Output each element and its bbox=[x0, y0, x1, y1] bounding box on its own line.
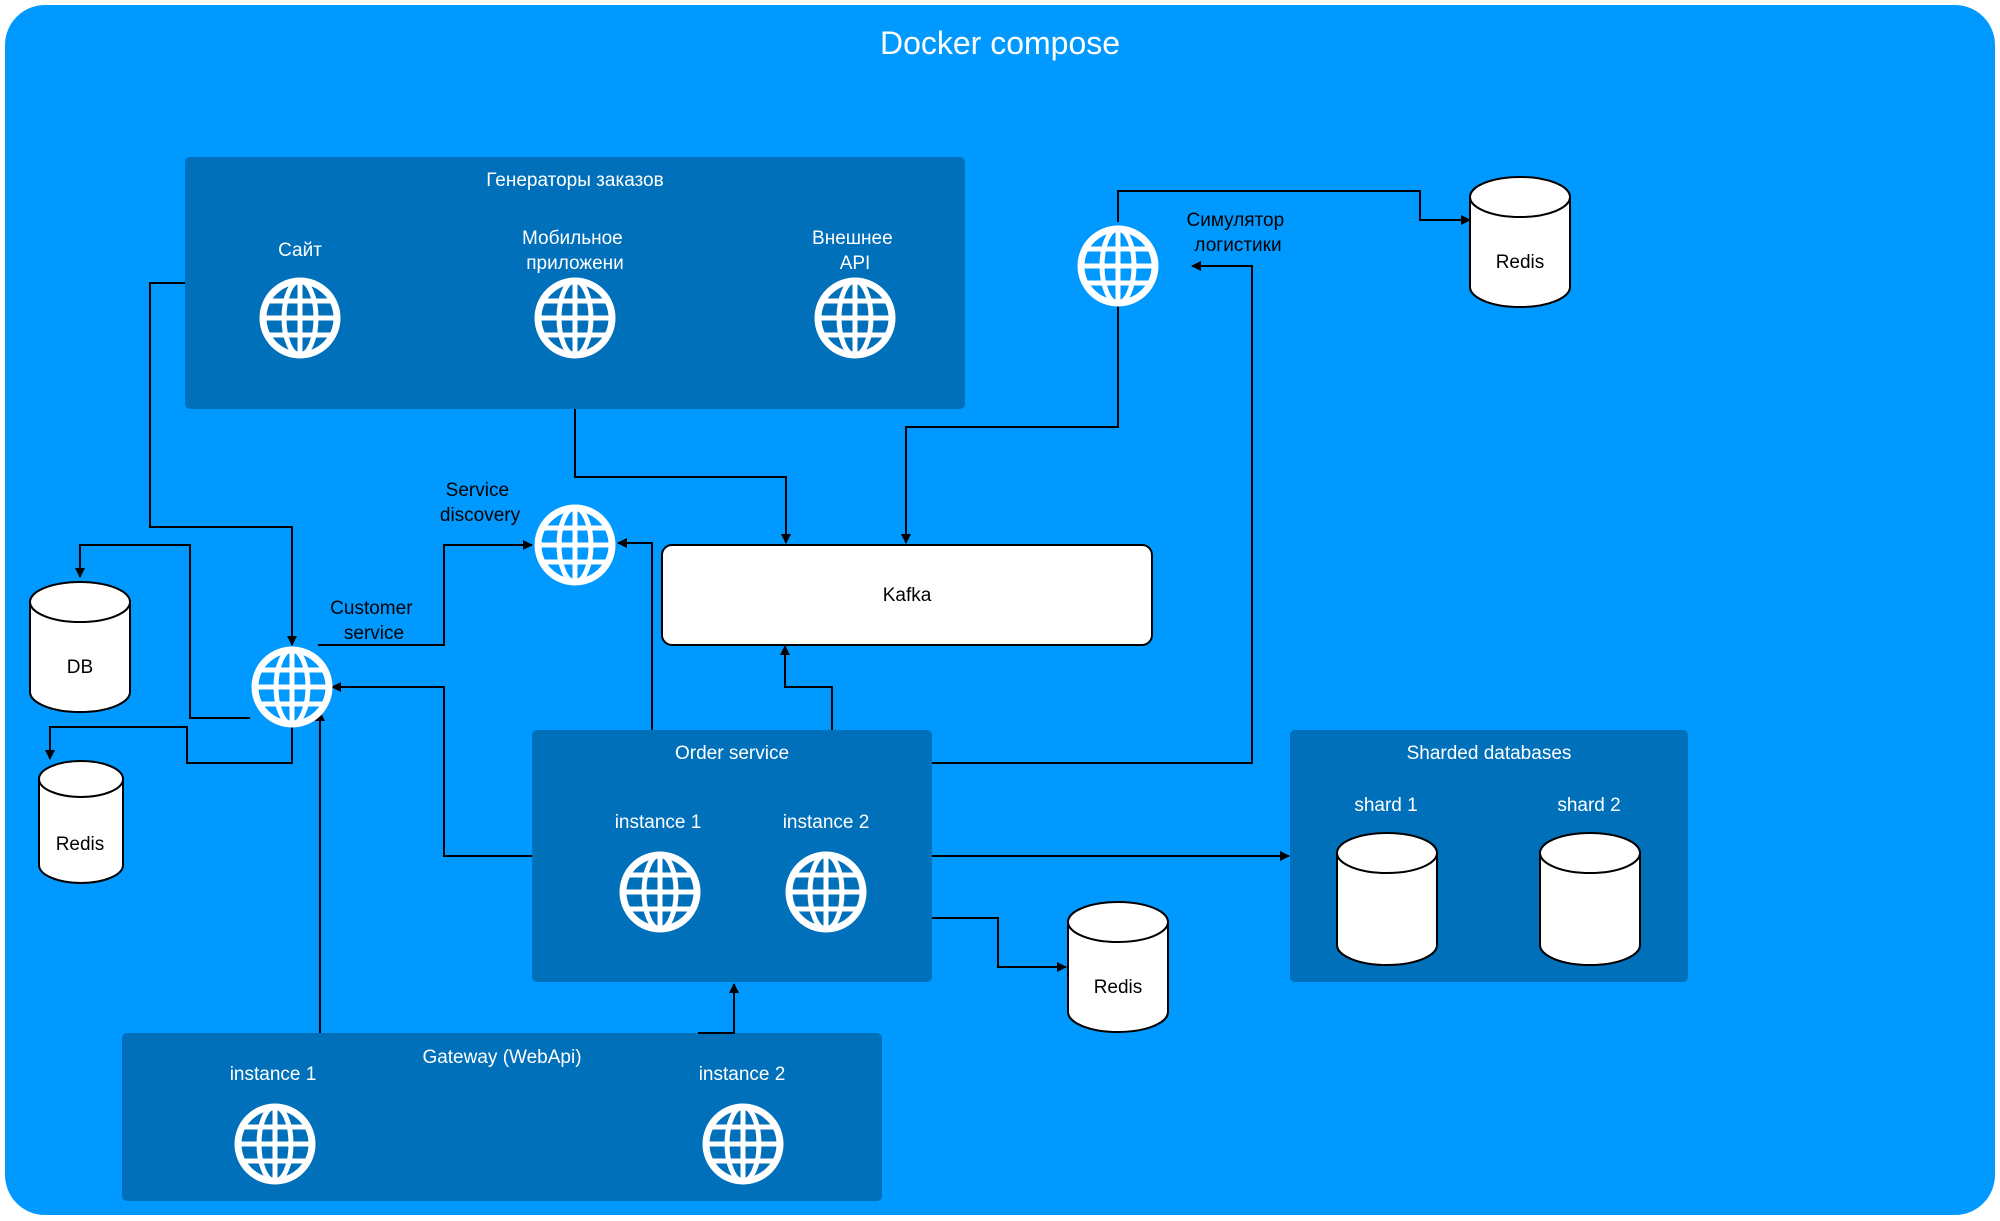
globe-icon bbox=[623, 855, 697, 929]
connector-customer-to-db bbox=[75, 544, 250, 719]
external-api-label: Внешнее API bbox=[812, 228, 898, 274]
shard-1-label: shard 1 bbox=[1354, 795, 1417, 816]
connector-gateway-to-order bbox=[698, 983, 739, 1034]
site-label: Сайт bbox=[278, 240, 322, 261]
sharded-databases-label: Sharded databases bbox=[1407, 743, 1572, 764]
kafka-label: Kafka bbox=[883, 585, 932, 606]
diagram-title: Docker compose bbox=[880, 25, 1120, 61]
redis-logistics-label: Redis bbox=[1496, 252, 1545, 273]
redis-customer-database: Redis bbox=[38, 760, 124, 884]
connector-generators-to-customer bbox=[149, 282, 297, 646]
connector-simulator-to-kafka bbox=[901, 304, 1119, 544]
logistics-simulator-label: Симулятор логистики bbox=[1187, 210, 1290, 256]
redis-logistics-database: Redis bbox=[1469, 176, 1571, 308]
globe-icon bbox=[706, 1107, 780, 1181]
customer-db-database: DB bbox=[29, 581, 131, 713]
gateway-label: Gateway (WebApi) bbox=[422, 1047, 581, 1068]
globe-icon bbox=[255, 650, 329, 724]
globe-icon bbox=[238, 1107, 312, 1181]
connector-generators-to-kafka bbox=[574, 409, 791, 544]
gateway-instance-2-label: instance 2 bbox=[699, 1064, 786, 1085]
redis-order-label: Redis bbox=[1094, 977, 1143, 998]
shard-1-database bbox=[1336, 832, 1438, 966]
connector-customer-to-discovery bbox=[318, 540, 533, 646]
order-service-label: Order service bbox=[675, 743, 789, 764]
service-discovery-label: Service discovery bbox=[440, 480, 521, 526]
globe-icon bbox=[818, 281, 892, 355]
redis-customer-label: Redis bbox=[56, 834, 105, 855]
globe-icon bbox=[789, 855, 863, 929]
globe-icon bbox=[538, 281, 612, 355]
db-label: DB bbox=[67, 657, 93, 678]
connector-order-to-simulator bbox=[932, 261, 1253, 764]
connector-order-to-kafka bbox=[780, 645, 833, 730]
gateway-instance-1-label: instance 1 bbox=[230, 1064, 317, 1085]
globe-icon bbox=[263, 281, 337, 355]
connector-customer-to-redis bbox=[45, 722, 293, 764]
connector-simulator-to-redis bbox=[1117, 190, 1471, 225]
connector-order-to-redis bbox=[932, 917, 1067, 972]
customer-service-label: Customer service bbox=[330, 598, 418, 644]
redis-order-database: Redis bbox=[1067, 901, 1169, 1033]
order-instance-1-label: instance 1 bbox=[615, 812, 702, 833]
kafka-node bbox=[661, 544, 1153, 646]
shard-2-label: shard 2 bbox=[1557, 795, 1620, 816]
connectors bbox=[45, 190, 1471, 1034]
connector-order-to-discovery bbox=[617, 538, 653, 730]
order-service-group bbox=[532, 730, 932, 982]
order-generators-label: Генераторы заказов bbox=[486, 170, 663, 191]
mobile-app-label: Мобильное приложени bbox=[522, 228, 628, 274]
globe-icon bbox=[1081, 229, 1155, 303]
order-instance-2-label: instance 2 bbox=[783, 812, 870, 833]
shard-2-database bbox=[1539, 832, 1641, 966]
connector-order-to-customer bbox=[331, 682, 532, 857]
globe-icon bbox=[538, 508, 612, 582]
